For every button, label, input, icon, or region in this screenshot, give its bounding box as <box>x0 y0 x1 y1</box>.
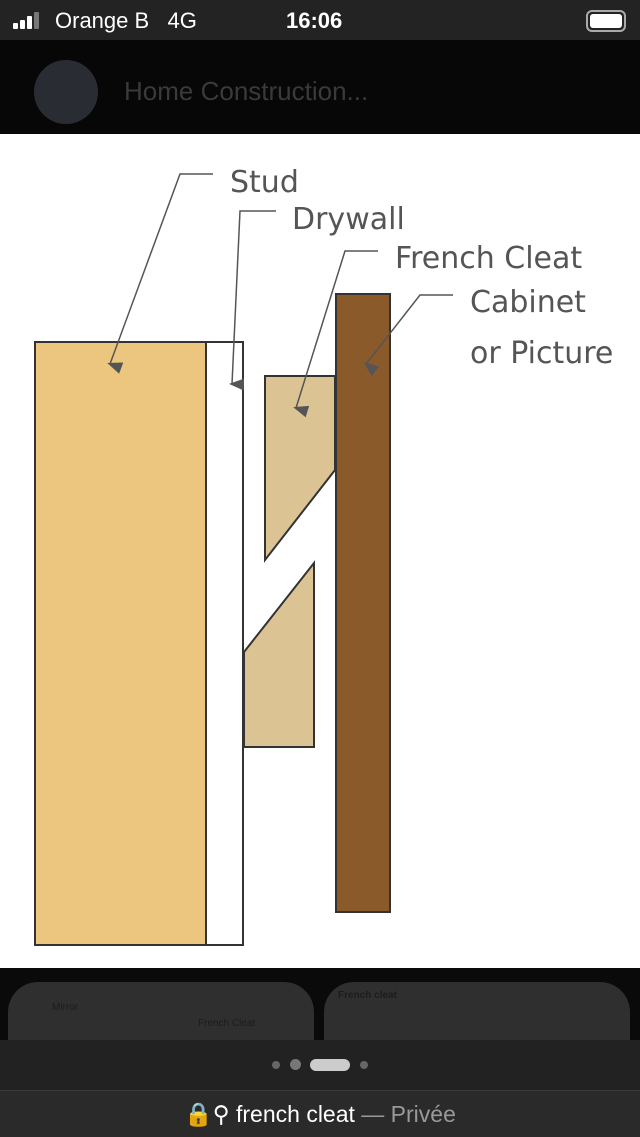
thumb-label: French cleat <box>338 990 397 1001</box>
address-bar[interactable]: 🔒⚲ french cleat — Privée <box>0 1090 640 1137</box>
signal-icon <box>13 12 39 29</box>
thumbnail[interactable]: Mirror French Cleat <box>8 982 314 1040</box>
image-header: Home Construction... <box>0 40 640 134</box>
drywall-label: Drywall <box>292 202 405 237</box>
stud-label: Stud <box>230 165 299 200</box>
page-indicator <box>0 1040 640 1090</box>
lower-cleat-shape <box>243 560 315 748</box>
cleat-leader <box>293 250 378 418</box>
thumbnail[interactable]: French cleat <box>324 982 630 1040</box>
search-query: french cleat <box>236 1101 355 1127</box>
lock-icon: 🔒 <box>184 1101 213 1127</box>
stud-leader <box>107 173 213 374</box>
source-title[interactable]: Home Construction... <box>124 76 369 106</box>
drywall-shape <box>205 341 244 946</box>
thumb-label: French Cleat <box>198 1018 256 1029</box>
cabinet-shape <box>335 293 391 913</box>
page-dot[interactable] <box>272 1061 280 1069</box>
upper-cleat-shape <box>264 375 336 563</box>
diagram-image: Stud Drywall French Cleat Cabinet or Pic… <box>0 134 640 968</box>
thumb-label: Mirror <box>52 1002 79 1013</box>
picture-label: or Picture <box>470 336 613 371</box>
french-cleat-diagram: Stud Drywall French Cleat Cabinet or Pic… <box>34 165 613 946</box>
battery-icon <box>586 10 626 32</box>
cabinet-label: Cabinet <box>470 285 586 320</box>
private-mode-label: — Privée <box>361 1101 456 1127</box>
cabinet-leader <box>363 294 453 377</box>
page-dot[interactable] <box>360 1061 368 1069</box>
search-icon: ⚲ <box>212 1101 230 1127</box>
drywall-leader <box>229 210 276 391</box>
clock: 16:06 <box>286 8 343 33</box>
carrier-label: Orange B 4G <box>55 8 197 33</box>
source-avatar[interactable] <box>34 60 98 124</box>
stud-shape <box>34 341 207 946</box>
related-thumbnails: Mirror French Cleat French cleat <box>0 968 640 1040</box>
page-dot[interactable] <box>290 1059 301 1070</box>
page-dot-active[interactable] <box>310 1059 350 1071</box>
status-bar: Orange B 4G 16:06 <box>0 0 640 40</box>
french-cleat-label: French Cleat <box>395 241 582 276</box>
